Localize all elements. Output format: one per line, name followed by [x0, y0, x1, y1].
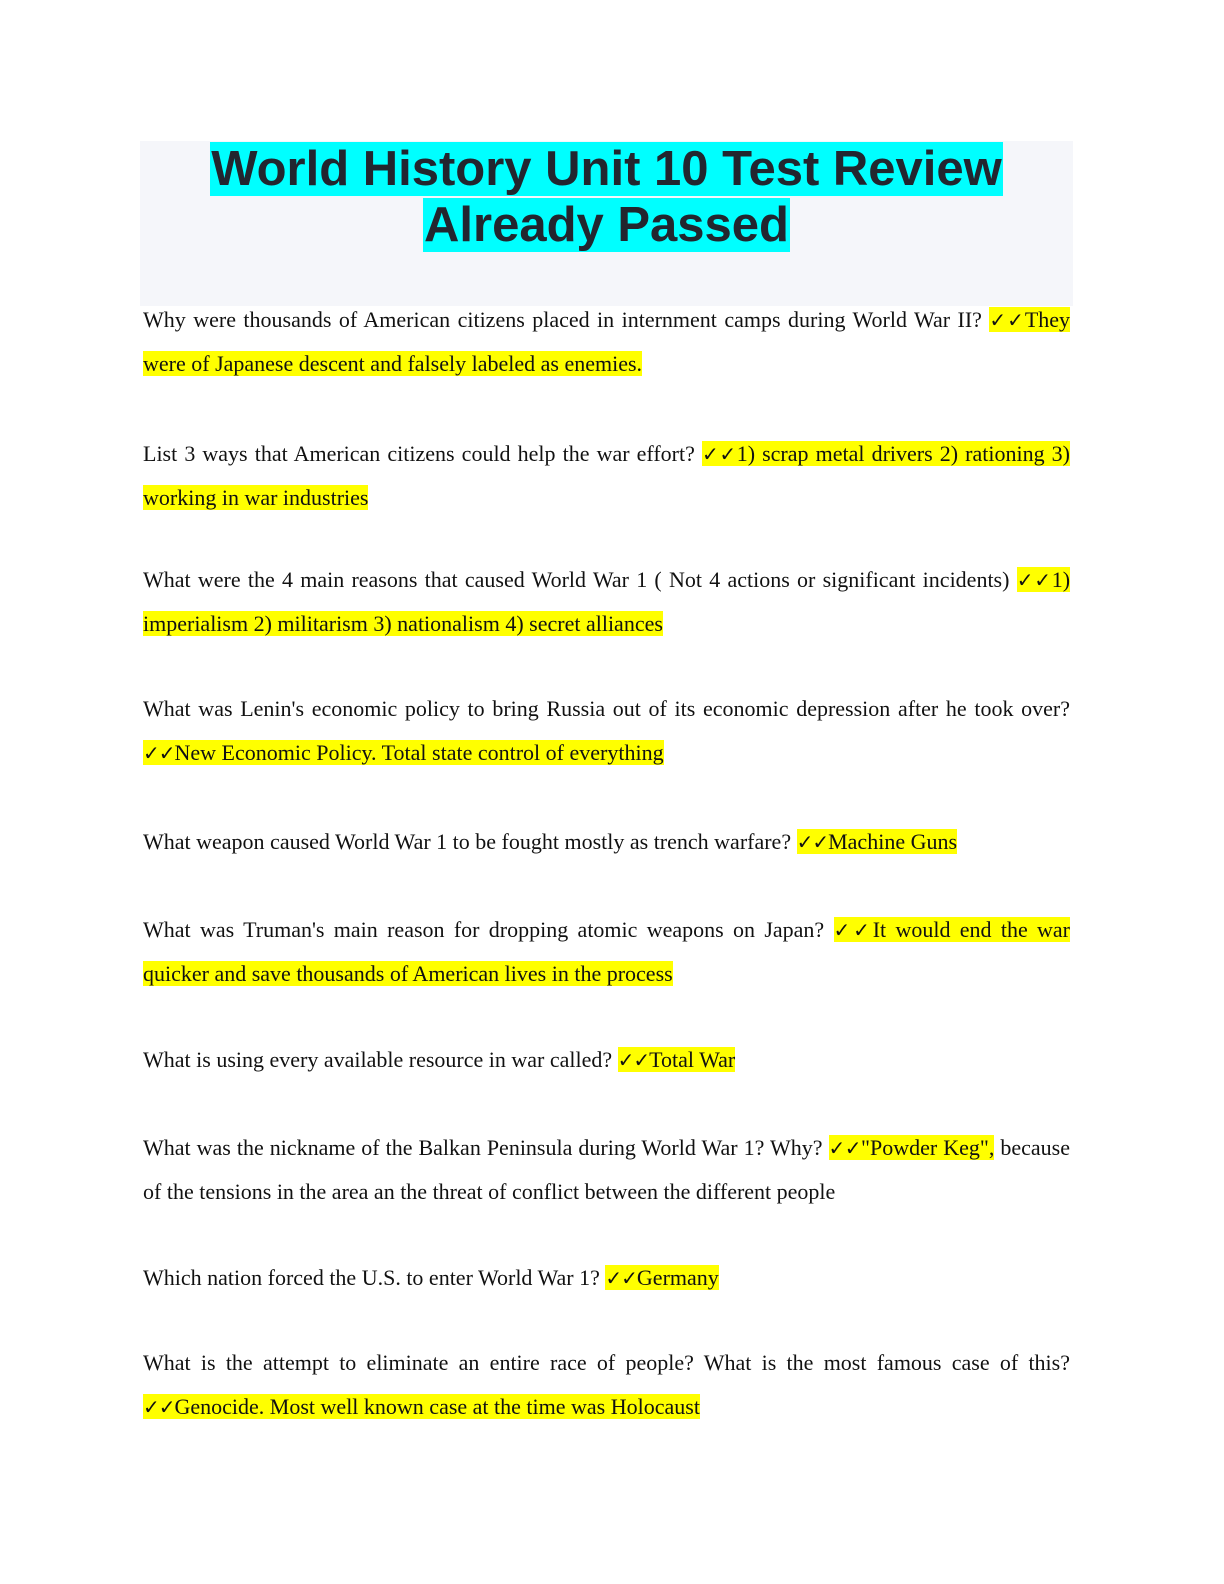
answer-highlight: ✓✓Germany — [605, 1265, 719, 1290]
answer-text: 1) scrap metal drivers 2) rationing 3) w… — [143, 441, 1071, 510]
question-text: Why were thousands of American citizens … — [143, 307, 982, 332]
qa-item-9: Which nation forced the U.S. to enter Wo… — [143, 1256, 1070, 1300]
answer-highlight: ✓✓Genocide. Most well known case at the … — [143, 1394, 700, 1419]
check-mark-icon: ✓✓ — [828, 1136, 863, 1160]
check-mark-icon: ✓✓ — [1016, 568, 1053, 592]
answer-text: They were of Japanese descent and falsel… — [143, 307, 1071, 376]
title-box: World History Unit 10 Test Review Alread… — [140, 141, 1073, 306]
answer-text: It would end the war quicker and save th… — [143, 917, 1071, 986]
answer-highlight: ✓✓New Economic Policy. Total state contr… — [143, 740, 664, 765]
check-mark-icon: ✓✓ — [143, 1395, 176, 1419]
question-text: List 3 ways that American citizens could… — [143, 441, 695, 466]
check-mark-icon: ✓✓ — [605, 1266, 638, 1290]
check-mark-icon: ✓✓ — [701, 442, 738, 466]
answer-highlight: ✓✓Total War — [617, 1047, 736, 1072]
answer-text: Genocide. Most well known case at the ti… — [174, 1394, 700, 1419]
answer-text: New Economic Policy. Total state control… — [174, 740, 664, 765]
answer-text: 1) imperialism 2) militarism 3) national… — [143, 567, 1071, 636]
question-text: What were the 4 main reasons that caused… — [143, 567, 1010, 592]
question-text: What weapon caused World War 1 to be fou… — [143, 829, 792, 854]
qa-item-5: What weapon caused World War 1 to be fou… — [143, 820, 1070, 864]
question-text: Which nation forced the U.S. to enter Wo… — [143, 1265, 600, 1290]
check-mark-icon: ✓✓ — [833, 918, 874, 942]
check-mark-icon: ✓✓ — [617, 1048, 651, 1072]
answer-text: Germany — [636, 1265, 719, 1290]
check-mark-icon: ✓✓ — [796, 830, 830, 854]
qa-item-1: Why were thousands of American citizens … — [143, 298, 1071, 386]
question-text: What was the nickname of the Balkan Peni… — [143, 1135, 823, 1160]
document-title-line-2: Already Passed — [423, 198, 790, 252]
question-text: What was Truman's main reason for droppi… — [143, 917, 825, 942]
answer-text: Total War — [649, 1047, 736, 1072]
title-line-2: Already Passed — [140, 197, 1073, 253]
qa-item-4: What was Lenin's economic policy to brin… — [143, 687, 1070, 775]
title-line-1: World History Unit 10 Test Review — [140, 141, 1073, 197]
qa-item-2: List 3 ways that American citizens could… — [143, 432, 1071, 520]
answer-highlight: ✓✓Machine Guns — [796, 829, 958, 854]
answer-text: Machine Guns — [828, 829, 958, 854]
answer-text: "Powder Keg", — [861, 1135, 995, 1160]
qa-item-7: What is using every available resource i… — [143, 1038, 1070, 1082]
question-text: What was Lenin's economic policy to brin… — [143, 696, 1070, 721]
question-text: What is using every available resource i… — [143, 1047, 613, 1072]
check-mark-icon: ✓✓ — [989, 308, 1025, 332]
qa-item-6: What was Truman's main reason for droppi… — [143, 908, 1071, 996]
answer-highlight: ✓✓"Powder Keg", — [828, 1135, 995, 1160]
qa-item-10: What is the attempt to eliminate an enti… — [143, 1341, 1070, 1429]
question-text: What is the attempt to eliminate an enti… — [143, 1350, 1070, 1375]
check-mark-icon: ✓✓ — [143, 741, 176, 765]
document-title-line-1: World History Unit 10 Test Review — [210, 142, 1003, 196]
answer-continuation: because of the tensions in the area an t… — [143, 1135, 1071, 1204]
qa-item-3: What were the 4 main reasons that caused… — [143, 558, 1071, 646]
qa-item-8: What was the nickname of the Balkan Peni… — [143, 1126, 1070, 1214]
